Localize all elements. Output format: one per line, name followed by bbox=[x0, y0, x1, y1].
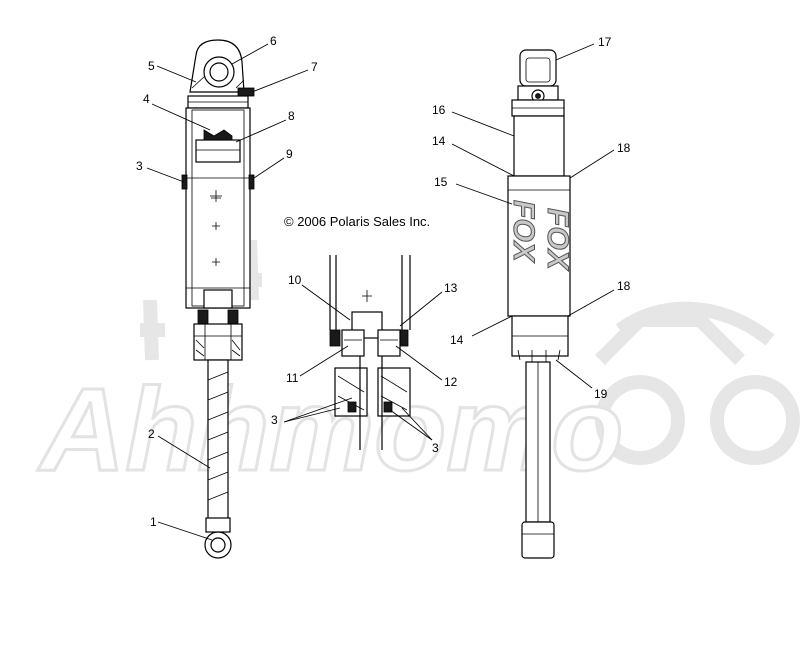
piston-detail-view bbox=[329, 255, 411, 450]
callout-18-lower: 18 bbox=[617, 279, 631, 293]
callout-5: 5 bbox=[148, 59, 155, 73]
callout-11: 11 bbox=[286, 371, 299, 385]
callout-17: 17 bbox=[598, 35, 612, 49]
leader-lines bbox=[146, 43, 615, 541]
callout-6: 6 bbox=[270, 34, 277, 48]
callout-13: 13 bbox=[444, 281, 458, 295]
shock-exterior-view: FOX FOX bbox=[507, 49, 575, 559]
callout-3: 3 bbox=[136, 159, 143, 173]
fox-logo-left: FOX bbox=[507, 200, 540, 264]
callout-3-detail-right: 3 bbox=[432, 441, 439, 455]
shock-cutaway-view bbox=[181, 39, 255, 559]
callout-18-upper: 18 bbox=[617, 141, 631, 155]
callout-8: 8 bbox=[288, 109, 295, 123]
callout-3-detail-left: 3 bbox=[271, 413, 278, 427]
callout-4: 4 bbox=[143, 92, 150, 106]
callout-2: 2 bbox=[148, 427, 155, 441]
callout-15: 15 bbox=[434, 175, 448, 189]
callout-16: 16 bbox=[432, 103, 446, 117]
fox-logo-right: FOX bbox=[541, 208, 574, 272]
callout-19: 19 bbox=[594, 387, 608, 401]
callout-7: 7 bbox=[311, 60, 318, 74]
copyright-notice: © 2006 Polaris Sales Inc. bbox=[284, 214, 430, 229]
callout-10: 10 bbox=[288, 273, 302, 287]
callout-12: 12 bbox=[444, 375, 458, 389]
callout-labels: 1 2 3 4 5 6 7 8 9 10 11 12 13 3 3 14 14 … bbox=[136, 34, 631, 529]
callout-14-upper: 14 bbox=[432, 134, 446, 148]
callout-1: 1 bbox=[150, 515, 157, 529]
watermark: Ahhmomo bbox=[36, 239, 800, 498]
callout-9: 9 bbox=[286, 147, 293, 161]
callout-14-lower: 14 bbox=[450, 333, 464, 347]
